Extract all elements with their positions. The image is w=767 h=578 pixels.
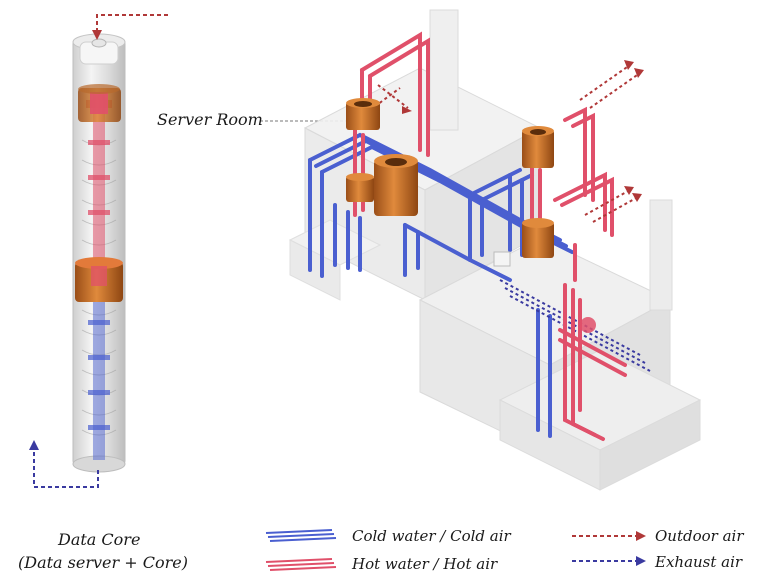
server-unit-lower-left bbox=[346, 173, 374, 202]
server-unit-right-upper bbox=[522, 126, 554, 168]
legend-hot-swatch bbox=[265, 558, 337, 571]
building-ghost-mass bbox=[288, 9, 702, 491]
server-unit-right-lower bbox=[522, 218, 554, 258]
core-server-unit-top bbox=[78, 84, 121, 122]
legend-outdoor-swatch bbox=[572, 531, 646, 541]
data-core-cylinder bbox=[29, 14, 168, 488]
server-unit-main bbox=[374, 154, 418, 216]
legend-outdoor-label: Outdoor air bbox=[655, 527, 744, 545]
server-room-label: Server Room bbox=[157, 110, 263, 129]
heat-exchanger-box bbox=[493, 251, 511, 267]
core-server-unit-bottom bbox=[75, 257, 123, 302]
server-unit-upper-left bbox=[346, 98, 380, 130]
legend-cold-swatch bbox=[265, 529, 337, 542]
outdoor-arrowheads bbox=[402, 60, 644, 202]
legend-cold-label: Cold water / Cold air bbox=[352, 527, 511, 545]
core-exhaust-air-arrow bbox=[33, 446, 99, 488]
legend-hot-label: Hot water / Hot air bbox=[352, 555, 498, 573]
pump-unit bbox=[580, 317, 596, 333]
core-outdoor-air-arrow bbox=[96, 14, 168, 36]
data-core-subtitle: (Data server + Core) bbox=[18, 553, 188, 572]
legend-exhaust-swatch bbox=[572, 556, 646, 566]
data-core-title: Data Core bbox=[58, 530, 141, 549]
legend-exhaust-label: Exhaust air bbox=[655, 553, 743, 571]
